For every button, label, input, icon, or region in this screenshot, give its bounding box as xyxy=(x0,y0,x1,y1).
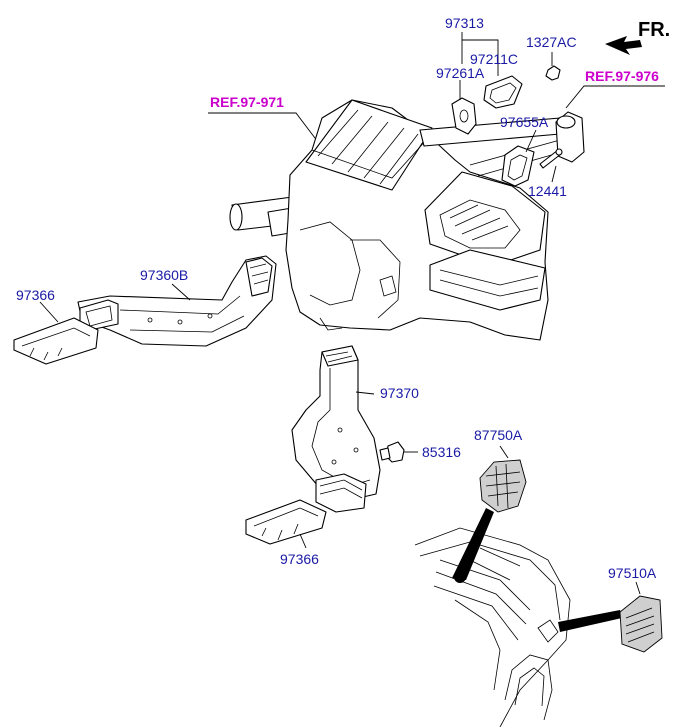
front-direction-indicator: FR. xyxy=(605,19,670,55)
hvac-unit xyxy=(229,99,563,341)
part-label-97366-bottom[interactable]: 97366 xyxy=(280,551,319,567)
duct-97360b[interactable] xyxy=(77,255,277,347)
upper-gasket-parts xyxy=(451,65,561,135)
arrow-icon xyxy=(605,36,642,55)
gasket-97261a[interactable] xyxy=(451,97,477,135)
part-label-1327ac[interactable]: 1327AC xyxy=(526,34,577,50)
callout-arrow-icon xyxy=(558,610,622,632)
upper-leaders xyxy=(459,32,557,183)
front-label: FR. xyxy=(638,19,670,41)
part-label-97370[interactable]: 97370 xyxy=(380,385,419,401)
vent-87750a[interactable] xyxy=(452,445,527,580)
vent-location-marker xyxy=(454,571,466,583)
reference-976[interactable]: REF.97-976 xyxy=(565,68,665,109)
reference-976-label[interactable]: REF.97-976 xyxy=(585,68,659,84)
part-label-97261a[interactable]: 97261A xyxy=(436,65,485,81)
clip-85316[interactable] xyxy=(379,441,418,463)
part-label-12441[interactable]: 12441 xyxy=(528,183,567,199)
reference-976-leader xyxy=(565,85,665,109)
vent-97510a[interactable] xyxy=(619,581,663,653)
callout-arrow-icon xyxy=(452,508,494,580)
reference-971[interactable]: REF.97-971 xyxy=(208,94,319,143)
part-label-97510a[interactable]: 97510A xyxy=(608,565,657,581)
part-labels: 97313 97211C 1327AC 97261A 97655A 12441 … xyxy=(16,15,657,581)
nut-1327ac[interactable] xyxy=(545,65,561,81)
part-label-97211c[interactable]: 97211C xyxy=(470,51,518,67)
duct-97370[interactable] xyxy=(291,345,381,513)
part-label-97655a[interactable]: 97655A xyxy=(500,114,549,130)
part-label-87750a[interactable]: 87750A xyxy=(474,427,523,443)
gasket-97211c[interactable] xyxy=(483,75,523,109)
reference-971-label[interactable]: REF.97-971 xyxy=(210,94,284,110)
cover-97366-left[interactable] xyxy=(13,301,99,365)
reference-971-leader xyxy=(208,112,319,143)
cover-97366-bottom[interactable] xyxy=(245,499,327,549)
part-label-97360b[interactable]: 97360B xyxy=(140,267,188,283)
part-label-97366-left[interactable]: 97366 xyxy=(16,287,55,303)
vehicle-outline xyxy=(414,527,622,727)
part-label-97313[interactable]: 97313 xyxy=(445,15,484,31)
part-label-85316[interactable]: 85316 xyxy=(422,444,461,460)
right-flange-assembly xyxy=(501,111,585,187)
